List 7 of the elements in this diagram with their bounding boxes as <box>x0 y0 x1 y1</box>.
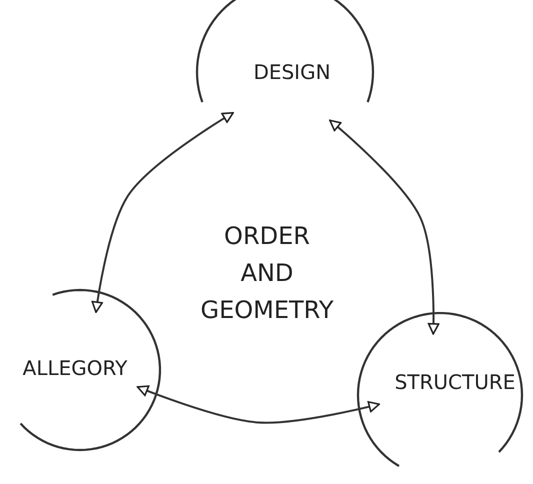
arrow <box>92 112 234 313</box>
node-label: DESIGN <box>253 60 331 84</box>
arrow <box>329 120 440 335</box>
node-label: ALLEGORY <box>22 356 128 380</box>
center-label: ORDER AND GEOMETRY <box>200 221 334 326</box>
arrow <box>136 385 380 424</box>
node-label: STRUCTURE <box>394 370 516 394</box>
